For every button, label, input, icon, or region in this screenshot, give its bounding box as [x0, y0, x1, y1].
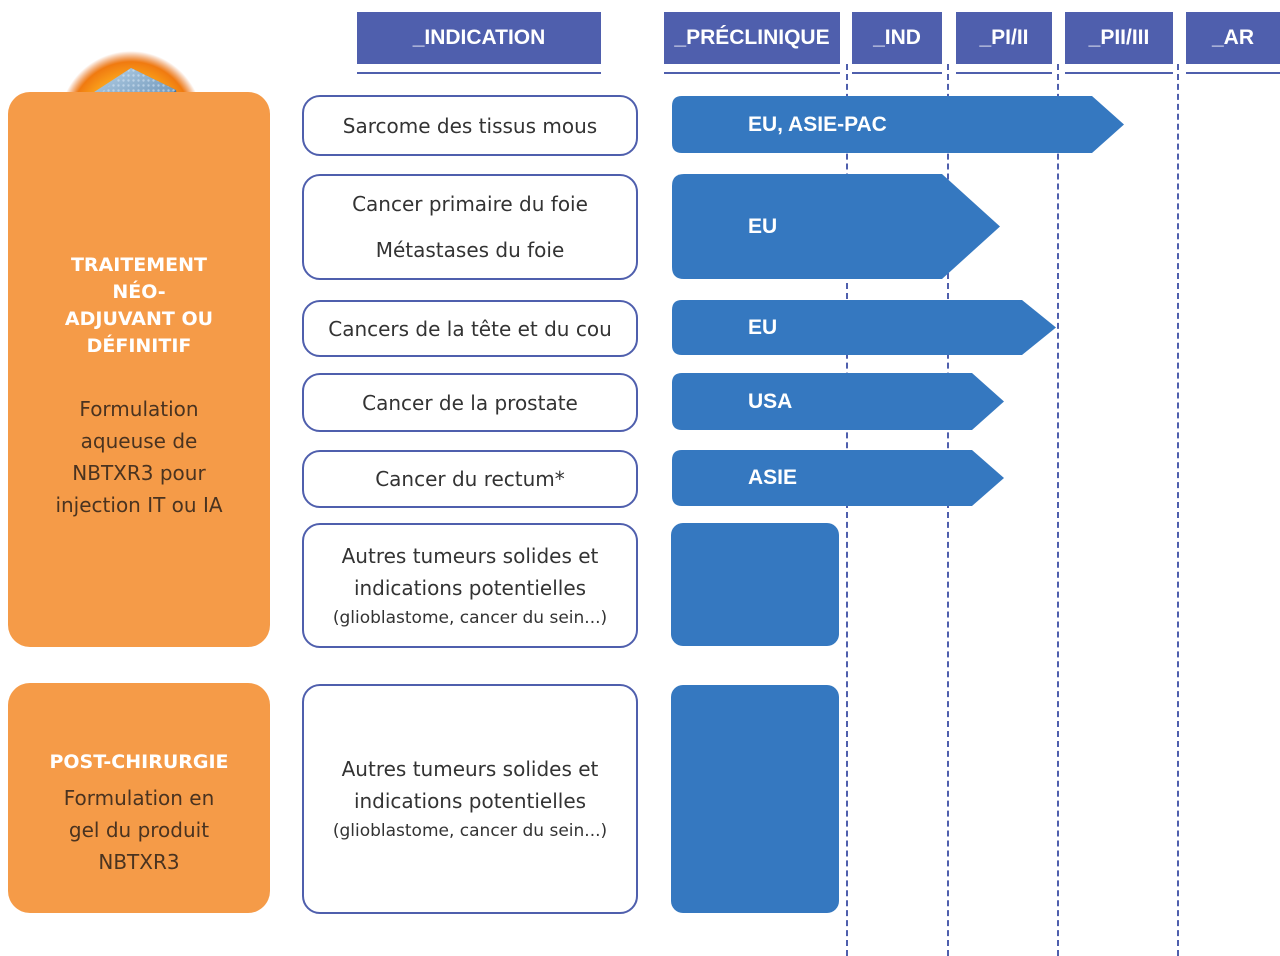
header-preclinique: _PRÉCLINIQUE — [664, 12, 840, 64]
neo-adjuvant-panel: TRAITEMENT NÉO-ADJUVANT OU DÉFINITIF For… — [8, 92, 270, 647]
header-ind-underline — [852, 72, 942, 74]
indication-label: Métastases du foie — [375, 238, 565, 262]
indication-box: Cancers de la tête et du cou — [302, 300, 638, 357]
post-chirurgie-panel: POST-CHIRURGIE Formulation en gel du pro… — [8, 683, 270, 913]
indication-label: Cancer de la prostate — [362, 390, 578, 415]
phase-bar-label: EU, ASIE-PAC — [748, 112, 887, 136]
phase-divider — [846, 64, 848, 956]
indication-label: Cancers de la tête et du cou — [328, 316, 612, 341]
phase-divider — [947, 64, 949, 956]
header-ind: _IND — [852, 12, 942, 64]
indication-label: indications potentielles — [353, 789, 587, 813]
indication-box: Cancer du rectum* — [302, 450, 638, 508]
phase-bar: ASIE — [672, 450, 1004, 506]
header-pi-ii-underline — [956, 72, 1052, 74]
phase-bar: EU — [672, 174, 1000, 279]
indication-label: Autres tumeurs solides et — [341, 757, 599, 781]
header-pi-ii: _PI/II — [956, 12, 1052, 64]
indication-note: (glioblastome, cancer du sein...) — [332, 821, 608, 841]
post-chirurgie-subtitle: Formulation en gel du produit NBTXR3 — [63, 786, 215, 874]
header-pii-iii: _PII/III — [1065, 12, 1173, 64]
header-ar: _AR — [1186, 12, 1280, 64]
phase-bar-label: ASIE — [748, 466, 798, 489]
indication-box: Cancer primaire du foie Métastases du fo… — [302, 174, 638, 280]
indication-box: Autres tumeurs solides et indications po… — [302, 684, 638, 914]
neo-adjuvant-title: TRAITEMENT NÉO-ADJUVANT OU DÉFINITIF — [64, 254, 214, 357]
indication-label: Cancer du rectum* — [375, 467, 565, 491]
neo-adjuvant-subtitle: Formulation aqueuse de NBTXR3 pour injec… — [55, 397, 223, 517]
post-chirurgie-title: POST-CHIRURGIE — [49, 751, 229, 773]
phase-divider — [1177, 64, 1179, 956]
header-ar-underline — [1186, 72, 1280, 74]
phase-divider — [1057, 64, 1059, 956]
phase-bar-label: USA — [748, 389, 793, 413]
header-indication-underline — [357, 72, 601, 74]
phase-bar: EU — [672, 300, 1056, 355]
indication-box: Cancer de la prostate — [302, 373, 638, 432]
preclinical-block — [671, 685, 839, 913]
header-preclinique-underline — [664, 72, 840, 74]
indication-label: Sarcome des tissus mous — [342, 113, 598, 138]
indication-label: Autres tumeurs solides et — [341, 543, 599, 568]
phase-bar-label: EU — [748, 315, 778, 339]
indication-box: Autres tumeurs solides et indications po… — [302, 523, 638, 648]
phase-bar: EU, ASIE-PAC — [672, 96, 1124, 153]
indication-label: Cancer primaire du foie — [352, 192, 588, 216]
phase-bar-label: EU — [748, 214, 778, 238]
indication-box: Sarcome des tissus mous — [302, 95, 638, 156]
indication-note: (glioblastome, cancer du sein...) — [332, 607, 608, 628]
phase-bar: USA — [672, 373, 1004, 430]
preclinical-block — [671, 523, 839, 646]
indication-label: indications potentielles — [353, 575, 587, 600]
header-pii-iii-underline — [1065, 72, 1173, 74]
header-indication: _INDICATION — [357, 12, 601, 64]
